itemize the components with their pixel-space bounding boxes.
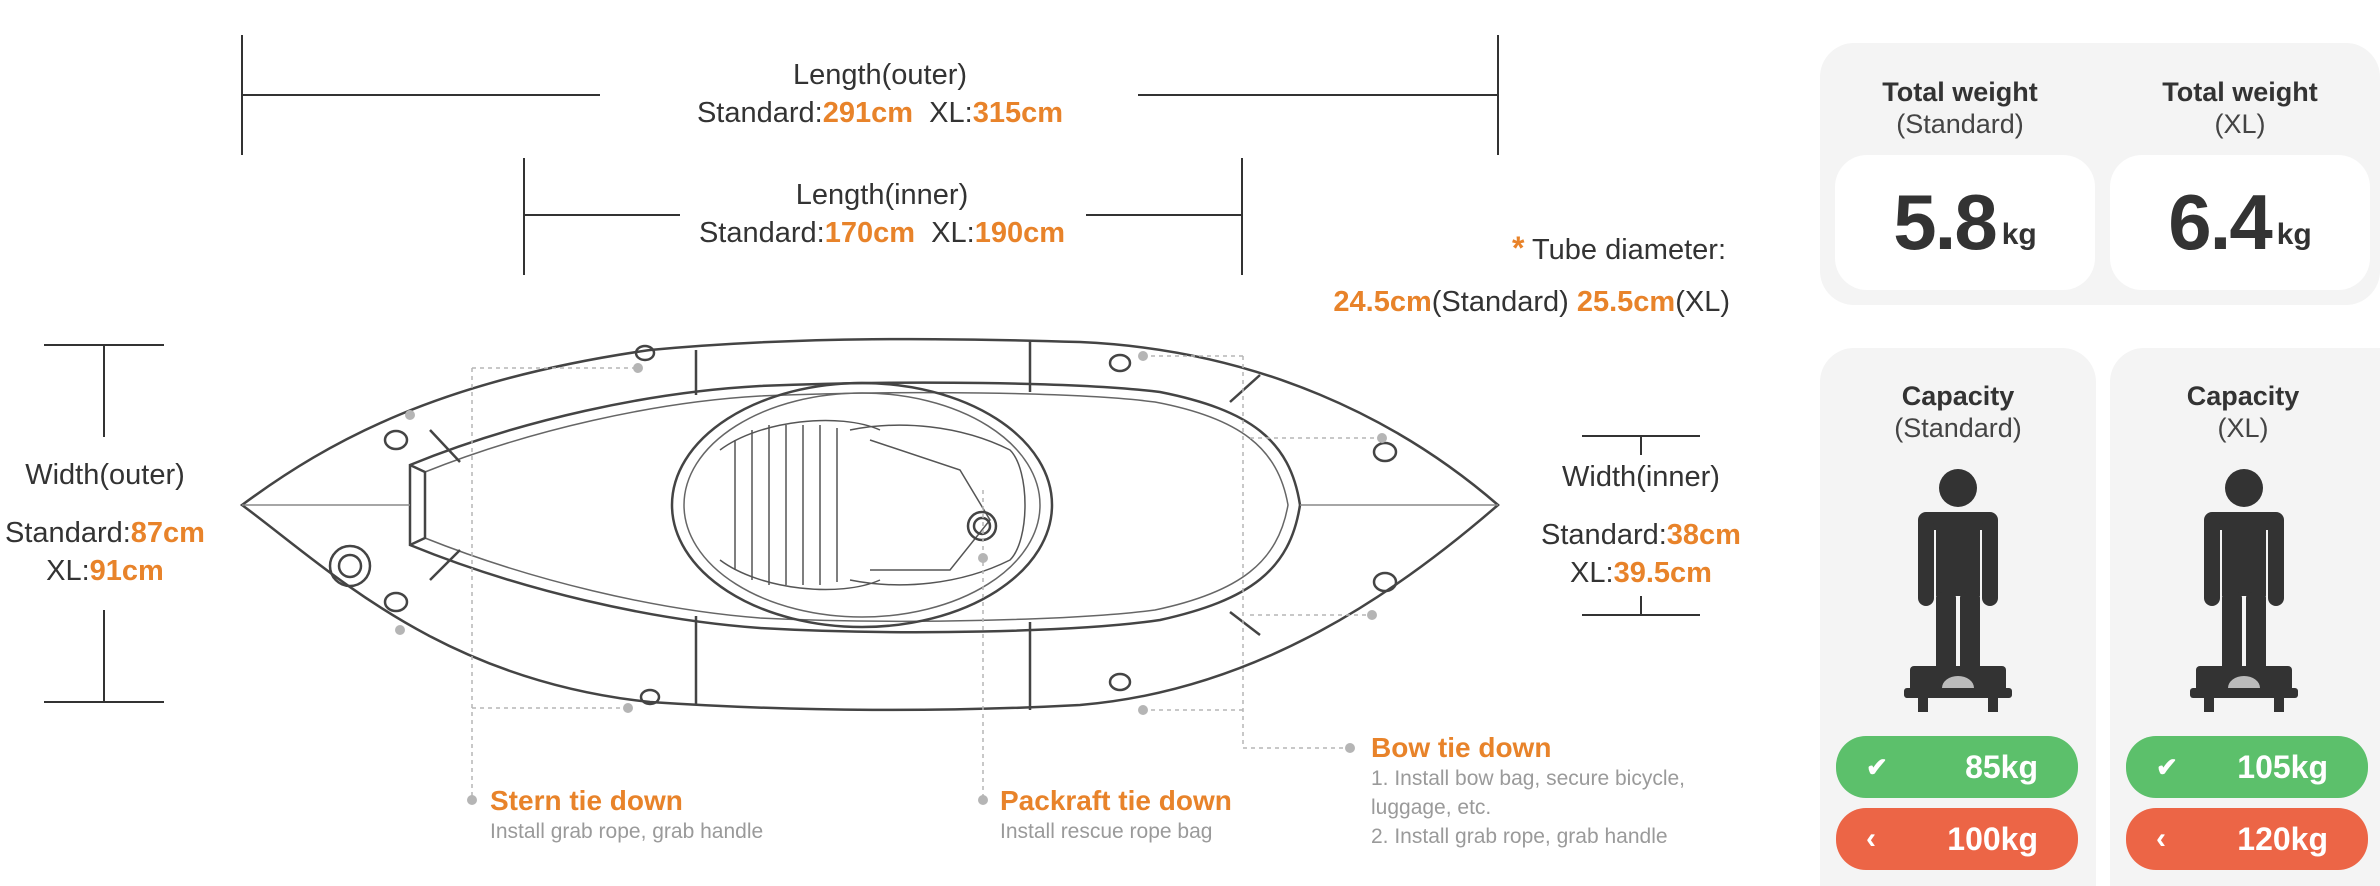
packraft-callout: Packraft tie down Install rescue rope ba… xyxy=(1000,785,1232,846)
length-inner-values: Standard:170cm XL:190cm xyxy=(698,217,1066,249)
width-outer-std-value: 87cm xyxy=(130,517,205,549)
tube-diameter-values: 24.5cm(Standard) 25.5cm(XL) xyxy=(1333,286,1730,318)
length-outer-title: Length(outer) xyxy=(792,59,968,91)
packraft-callout-title: Packraft tie down xyxy=(1000,785,1232,816)
width-inner-label: Width(inner) Standard:38cm XL:39.5cm xyxy=(1530,458,1752,592)
length-outer-xl-value: 315cm xyxy=(972,97,1064,129)
capacity-standard-max-value: 100kg xyxy=(1947,820,2038,857)
bow-callout: Bow tie down 1. Install bow bag, secure … xyxy=(1371,732,1751,851)
capacity-xl-ok-value: 105kg xyxy=(2237,748,2328,785)
tube-diameter-title: Tube diameter: xyxy=(1532,234,1726,266)
width-inner-title: Width(inner) xyxy=(1562,461,1720,493)
capacity-xl-max-pill: ‹ 120kg xyxy=(2126,808,2368,870)
person-on-scale-icon xyxy=(1904,469,2012,712)
capacity-xl-max-value: 120kg xyxy=(2237,820,2328,857)
length-inner-title: Length(inner) xyxy=(795,179,969,211)
length-outer-std-value: 291cm xyxy=(822,97,914,129)
tube-diameter-star: * xyxy=(1512,230,1525,266)
packraft-callout-desc: Install rescue rope bag xyxy=(1000,820,1213,843)
weight-xl-value: 6.4 xyxy=(2168,178,2272,266)
width-outer-label: Width(outer) Standard:87cm XL:91cm xyxy=(0,456,210,590)
width-inner-xl-value: 39.5cm xyxy=(1613,557,1712,589)
packraft-illustration xyxy=(239,337,1500,805)
stern-callout-desc: Install grab rope, grab handle xyxy=(490,820,764,843)
chevron-left-icon: ‹ xyxy=(1866,822,1876,855)
bow-callout-desc-3: 2. Install grab rope, grab handle xyxy=(1371,825,1668,848)
length-inner-label: Length(inner) Standard:170cm XL:190cm xyxy=(632,176,1132,252)
length-outer-label: Length(outer) Standard:291cm XL:315cm xyxy=(630,56,1130,132)
width-inner-std-value: 38cm xyxy=(1666,519,1741,551)
capacity-standard-ok-pill: ✔ 85kg xyxy=(1836,736,2078,798)
check-icon: ✔ xyxy=(2156,751,2178,782)
person-on-scale-icon xyxy=(2190,469,2298,712)
capacity-standard-max-pill: ‹ 100kg xyxy=(1836,808,2078,870)
length-outer-values: Standard:291cm XL:315cm xyxy=(696,97,1064,129)
weight-xl-unit: kg xyxy=(2276,217,2312,251)
weight-xl-header: Total weight (XL) xyxy=(2162,77,2318,139)
capacity-xl-ok-pill: ✔ 105kg xyxy=(2126,736,2368,798)
weight-standard-unit: kg xyxy=(2001,217,2037,251)
weight-xl-card: 6.4 kg xyxy=(2110,155,2370,290)
weight-standard-header: Total weight (Standard) xyxy=(1882,77,2038,139)
check-icon: ✔ xyxy=(1866,751,1888,782)
tube-diameter-label: * Tube diameter: 24.5cm(Standard) 25.5cm… xyxy=(1300,222,1730,328)
bow-callout-desc-2: luggage, etc. xyxy=(1371,796,1492,819)
length-inner-std-value: 170cm xyxy=(824,217,916,249)
capacity-standard-header: Capacity (Standard) xyxy=(1894,381,2022,443)
width-outer-xl-value: 91cm xyxy=(89,555,164,587)
chevron-left-icon: ‹ xyxy=(2156,822,2166,855)
bow-callout-desc-1: 1. Install bow bag, secure bicycle, xyxy=(1371,767,1685,790)
weight-standard-card: 5.8 kg xyxy=(1835,155,2095,290)
dimension-lines xyxy=(44,35,1700,703)
width-outer-title: Width(outer) xyxy=(25,459,185,491)
capacity-xl-header: Capacity (XL) xyxy=(2186,381,2300,443)
weight-standard-value: 5.8 xyxy=(1893,178,1997,266)
length-inner-xl-value: 190cm xyxy=(974,217,1066,249)
bow-callout-title: Bow tie down xyxy=(1371,732,1552,763)
stern-callout: Stern tie down Install grab rope, grab h… xyxy=(490,785,763,846)
capacity-standard-ok-value: 85kg xyxy=(1965,748,2038,785)
stern-callout-title: Stern tie down xyxy=(490,785,683,816)
